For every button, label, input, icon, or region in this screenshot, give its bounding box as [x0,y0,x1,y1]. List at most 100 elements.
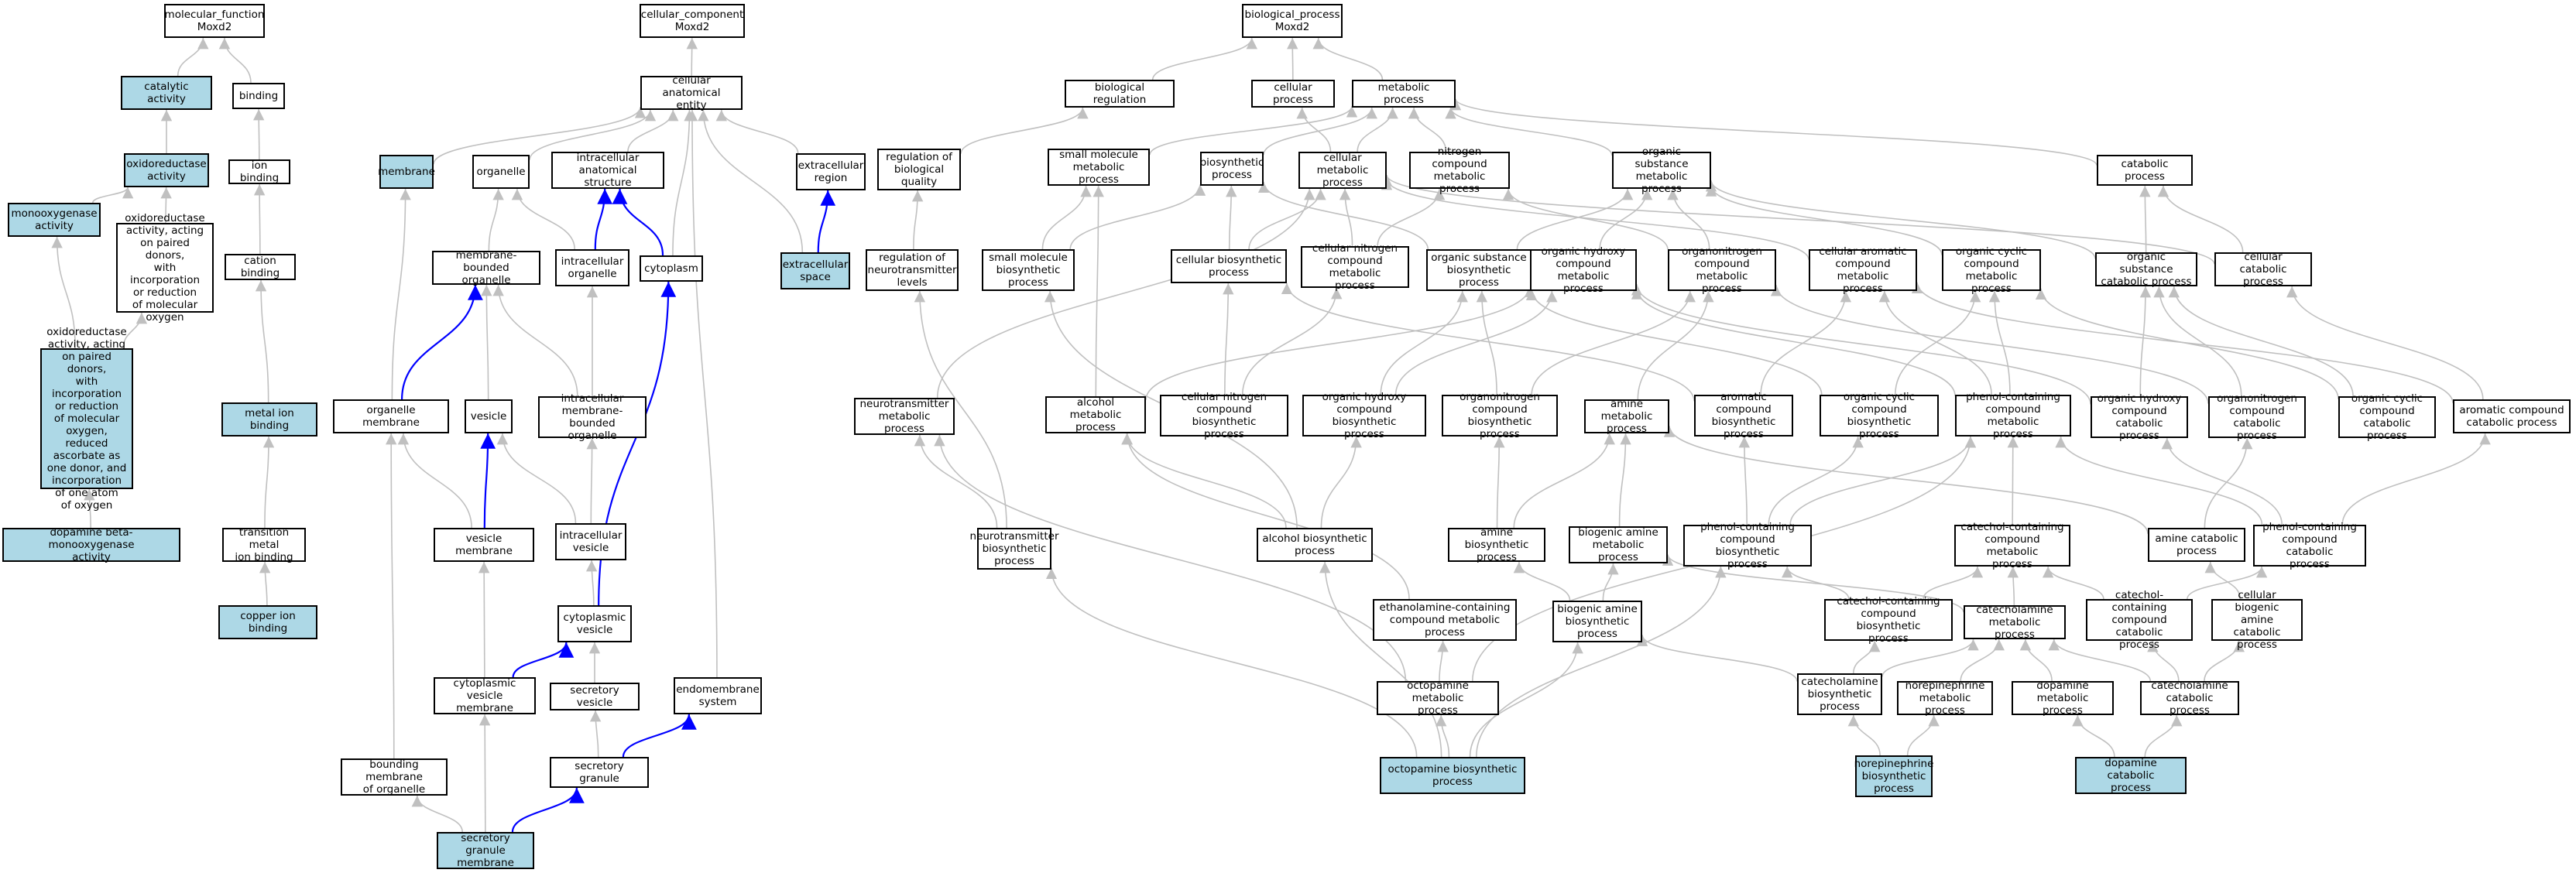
edge-cncb-to-cncm [1241,287,1343,395]
edge-copper-to-transmetal [259,561,271,606]
go-term-imbo: intracellular membrane-bounded organelle [538,392,647,442]
edge-membrane-to-cae [433,107,647,165]
go-term-dopc: dopamine catabolic process [2075,757,2187,794]
edge-bioreg-to-bp [1151,37,1257,80]
edge-alcb-to-alcm [1121,433,1287,529]
edge-ohc-to-ohm [1631,284,2091,405]
go-term-regnt: regulation of neurotransmitter levels [866,249,959,291]
edge-pcm-to-ohm [1631,288,1956,396]
go-term-vesmem: vesicle membrane [434,528,534,562]
go-term-bioreg: biological regulation [1065,80,1175,108]
go-term-onm: organonitrogen compound metabolic proces… [1668,245,1776,295]
go-term-catm: catecholamine metabolic process [1964,604,2066,641]
go-term-ncm: nitrogen compound metabolic process [1409,146,1510,195]
go-term-aminem: amine metabolic process [1584,398,1669,435]
go-term-cacm: cellular aromatic compound metabolic pro… [1809,245,1917,295]
go-term-onb: organonitrogen compound biosynthetic pro… [1442,391,1558,440]
edge-bab-to-aminb [1513,561,1571,601]
edge-onc-to-osc [2153,286,2242,397]
edge-cbp-to-cellmet [1248,188,1326,250]
edge-cvm-to-cytves [512,642,575,678]
go-term-icorg: intracellular organelle [555,249,629,286]
edge-alcb-to-ohb [1320,436,1362,529]
edge-ccc-to-ccm [2042,566,2104,600]
go-term-icves: intracellular vesicle [555,523,626,560]
edge-ccb-to-pcb [1782,566,1850,600]
edge-octb-to-octm [1435,714,1450,758]
go-term-bp: biological_process Moxd2 [1242,4,1343,38]
edge-pcc-to-pcm [2055,436,2263,526]
go-term-alcb: alcohol biosynthetic process [1257,528,1373,562]
go-term-osb: organic substance biosynthetic process [1426,249,1532,291]
edge-onm-to-osm [1667,188,1710,250]
go-term-sgm: secretory granule membrane [437,832,534,869]
edge-acc-to-cacm [1911,282,2454,403]
edge-catm-to-ccm [2007,566,2019,606]
edge-catb-to-catm [1881,638,1979,677]
edge-regbq-to-bioreg [960,107,1089,154]
go-term-organelle: organelle [472,155,530,189]
edge-organelle-to-cae [529,109,657,160]
go-term-neb: norepinephrine biosynthetic process [1854,755,1933,797]
go-term-osc: organic substance catabolic process [2095,251,2197,288]
go-term-cncm: cellular nitrogen compound metabolic pro… [1301,242,1409,292]
go-term-cellproc: cellular process [1251,80,1335,108]
go-term-cytves: cytoplasmic vesicle [557,605,632,642]
edge-ohm-to-osm [1599,188,1653,250]
go-term-membrane: membrane [378,155,435,189]
edge-orgmem-to-membrane [391,188,411,400]
edge-cellmet-to-metab [1357,107,1398,152]
edge-extreg-to-cae [715,109,799,154]
edge-cytves-to-icves [585,560,598,606]
go-term-ohm: organic hydroxy compound metabolic proce… [1530,245,1637,295]
edge-ohb-to-osb [1380,290,1468,395]
go-term-occc: organic cyclic compound catabolic proces… [2338,392,2436,442]
go-term-ecm: ethanolamine-containing compound metabol… [1373,599,1517,641]
go-term-occb: organic cyclic compound biosynthetic pro… [1820,391,1939,440]
edge-bam-to-aminem [1618,433,1631,527]
go-term-catab: catabolic process [2097,155,2193,186]
go-term-cvm: cytoplasmic vesicle membrane [434,677,536,714]
edge-pcm-to-cacm [1878,290,1992,395]
edge-aminb-to-aminem [1513,433,1615,529]
edge-orgmem-to-mbo [400,284,483,400]
edge-monoox-to-oxred [92,187,134,204]
edge-sgm-to-secgran [511,787,585,833]
edge-occm-to-osm [1705,185,1943,255]
edge-bmo-to-orgmem [385,433,397,759]
go-term-bam: biogenic amine metabolic process [1569,526,1668,563]
go-term-copper: copper ion binding [218,605,317,639]
go-term-smb: small molecule biosynthetic process [982,249,1075,291]
edge-ias-to-cae [627,109,679,152]
edge-osb-to-biosyn [1257,181,1429,250]
edge-osc-to-osm [1705,180,2096,259]
edge-ohc-to-osc [2139,286,2152,397]
go-term-mbo: membrane-bounded organelle [432,249,540,286]
go-term-cc: cellular_component Moxd2 [640,4,745,38]
go-term-ntm: neurotransmitter metabolic process [854,398,955,435]
edge-alcm-to-smm [1092,185,1104,397]
go-term-osm: organic substance metabolic process [1612,146,1711,195]
edge-catb-to-ccb [1852,640,1881,674]
edge-octb-to-pcb [1475,566,1727,758]
go-term-acc: aromatic compound catabolic process [2453,399,2571,433]
go-term-acb: aromatic compound biosynthetic process [1694,391,1793,440]
edge-pcb-to-occb [1768,436,1864,526]
edge-cbp-to-biosyn [1226,185,1237,250]
edge-occb-to-osb [1525,289,1823,395]
edge-octb-to-bab [1469,642,1583,758]
edge-ccp-to-catab [2157,185,2244,253]
edge-onm-to-ncm [1502,188,1669,250]
go-term-biosyn: biosynthetic process [1200,152,1264,186]
edge-osc-to-catab [2139,185,2151,253]
go-term-bab: biogenic amine biosynthetic process [1552,601,1642,642]
go-term-secgran: secretory granule [550,757,649,788]
edge-neb-to-nem [1906,714,1940,756]
edge-catalytic-to-mf [177,37,209,77]
go-term-alcm: alcohol metabolic process [1045,396,1146,433]
edge-icves-to-imbo [586,437,598,524]
go-term-oxredasc: oxidoreductase activity, acting on paire… [40,326,133,512]
edge-cbac-to-aminc [2204,561,2242,600]
go-term-pcb: phenol-containing compound biosynthetic … [1683,521,1812,570]
edge-cncb-to-cbp [1223,282,1234,395]
